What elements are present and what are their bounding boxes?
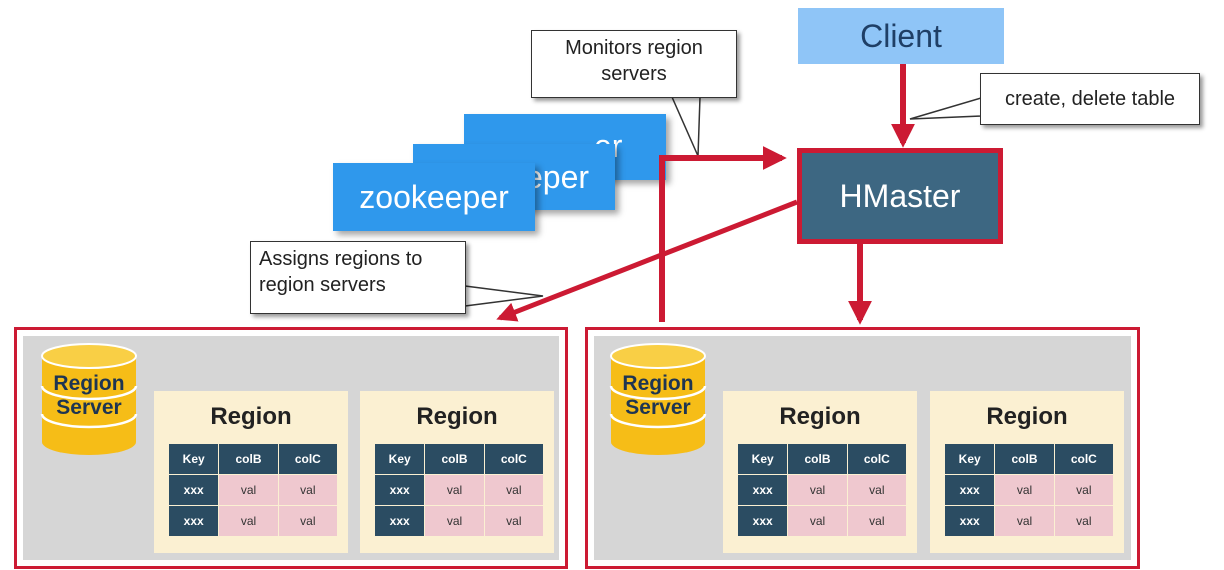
value-cell: val [847,475,906,505]
header-colb: colB [425,444,484,474]
region-server-box-2: Region Server Region Key colB colC xxx v… [585,327,1140,569]
table-row: xxx val val [375,506,543,536]
header-colc: colC [847,444,906,474]
value-cell: val [995,506,1054,536]
value-cell: val [847,506,906,536]
key-cell: xxx [375,506,425,536]
header-key: Key [375,444,425,474]
monitor-callout-pointer [670,96,701,157]
key-cell: xxx [169,506,219,536]
key-cell: xxx [169,475,219,505]
table-row: xxx val val [169,475,337,505]
region-server-panel-2: Region Server Region Key colB colC xxx v… [594,336,1131,560]
create-callout: create, delete table [980,73,1200,125]
table-row: xxx val val [945,506,1113,536]
table-row: xxx val val [738,475,906,505]
region-server-box-1: Region Server Region Key colB colC xxx v… [14,327,568,569]
header-key: Key [945,444,995,474]
value-cell: val [425,475,484,505]
value-cell: val [219,506,278,536]
region-card: Region Key colB colC xxx val val xxx val… [723,391,917,553]
value-cell: val [484,475,543,505]
zookeeper-middle-fragment: eper [525,159,590,195]
create-callout-pointer [909,96,982,120]
region-title: Region [416,403,498,430]
table-row: xxx val val [945,475,1113,505]
header-colb: colB [788,444,847,474]
zookeeper-label: zookeeper [359,178,509,215]
header-colc: colC [484,444,543,474]
header-key: Key [738,444,788,474]
region-server-panel-1: Region Server Region Key colB colC xxx v… [23,336,559,560]
assign-callout-text: Assigns regions to region servers [259,248,423,296]
regionserver-to-hmaster-arrow [659,146,787,322]
header-colc: colC [278,444,337,474]
region-title: Region [986,403,1068,430]
value-cell: val [995,475,1054,505]
zookeeper-node-front: zookeeper [333,163,535,231]
hmaster-to-regionserver1-arrow [496,199,798,322]
region-server-label: Region Server [53,372,125,419]
table-row: xxx val val [738,506,906,536]
region-table: Key colB colC xxx val val xxx val val [737,443,907,537]
monitor-callout: Monitors region servers [531,30,737,98]
create-callout-text: create, delete table [1004,88,1176,110]
region-table: Key colB colC xxx val val xxx val val [944,443,1114,537]
client-box: Client [798,8,1004,64]
header-colc: colC [1054,444,1113,474]
key-cell: xxx [945,506,995,536]
hmaster-box: HMaster [797,148,1003,244]
region-server-label: Region Server [622,372,694,419]
header-key: Key [169,444,219,474]
monitor-callout-text: Monitors region servers [565,37,703,85]
value-cell: val [219,475,278,505]
value-cell: val [278,475,337,505]
region-table: Key colB colC xxx val val xxx val val [374,443,544,537]
region-table: Key colB colC xxx val val xxx val val [168,443,338,537]
header-colb: colB [219,444,278,474]
value-cell: val [278,506,337,536]
key-cell: xxx [945,475,995,505]
value-cell: val [788,506,847,536]
hmaster-label: HMaster [839,177,961,214]
client-label: Client [860,17,942,54]
region-card: Region Key colB colC xxx val val xxx val… [930,391,1124,553]
assign-callout-pointer [464,285,544,307]
database-icon: Region Server [609,342,707,458]
region-card: Region Key colB colC xxx val val xxx val… [360,391,554,553]
value-cell: val [788,475,847,505]
key-cell: xxx [738,475,788,505]
key-cell: xxx [738,506,788,536]
table-row: xxx val val [169,506,337,536]
value-cell: val [1054,475,1113,505]
database-icon: Region Server [40,342,138,458]
assign-callout: Assigns regions to region servers [250,241,466,314]
value-cell: val [425,506,484,536]
value-cell: val [1054,506,1113,536]
key-cell: xxx [375,475,425,505]
table-row: xxx val val [375,475,543,505]
region-title: Region [779,403,861,430]
region-title: Region [210,403,292,430]
header-colb: colB [995,444,1054,474]
value-cell: val [484,506,543,536]
region-card: Region Key colB colC xxx val val xxx val… [154,391,348,553]
